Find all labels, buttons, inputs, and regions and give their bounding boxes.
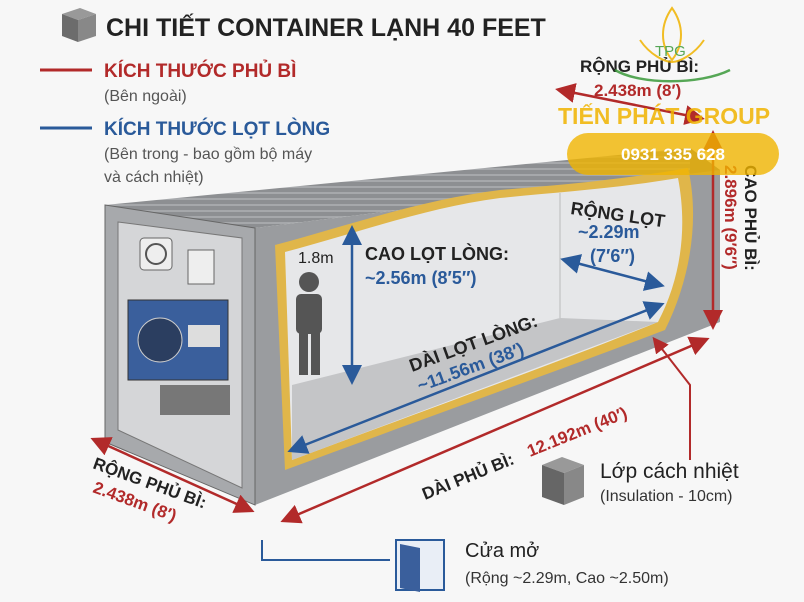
outer-length-label: DÀI PHỦ BÌ: [419, 450, 516, 504]
legend-inner-note-2: và cách nhiệt) [104, 169, 204, 186]
legend-inner-label: KÍCH THƯỚC LỌT LÒNG [104, 118, 330, 140]
outer-height-label: CAO PHỦ BÌ: [741, 165, 760, 271]
inner-width-value: ~2.29m [578, 222, 640, 242]
insulation-label: Lớp cách nhiệt [600, 460, 739, 483]
outer-width-top-arrow [555, 83, 705, 125]
logo-text: TPG [655, 43, 686, 60]
outer-width-top-value: 2.438m (8′) [594, 81, 681, 100]
inner-height-label: CAO LỌT LÒNG: [365, 243, 509, 264]
person-height-label: 1.8m [298, 250, 334, 267]
container-cube-icon [62, 8, 96, 42]
inner-width-arrow [560, 254, 665, 291]
door-label: Cửa mở [465, 540, 539, 562]
outer-height-value: 2.896m (9′6″) [721, 165, 740, 270]
tpg-logo: TPG [614, 6, 731, 83]
legend-inner-note-1: (Bên trong - bao gồm bộ máy [104, 146, 312, 163]
phone-pill [567, 133, 779, 175]
outer-width-front-arrow [90, 437, 255, 513]
insulation-note: (Insulation - 10cm) [600, 488, 733, 505]
legend-outer-label: KÍCH THƯỚC PHỦ BÌ [104, 60, 296, 82]
page-title: CHI TIẾT CONTAINER LẠNH 40 FEET [106, 13, 546, 42]
watermark-phone: 0931 335 628 [621, 145, 725, 164]
insulation-cube-icon [542, 457, 584, 505]
insulation-pointer [652, 336, 691, 460]
reefer-unit [127, 237, 230, 415]
legend-outer-note: (Bên ngoài) [104, 88, 187, 105]
watermark-company: TIẾN PHÁT GROUP [558, 102, 770, 129]
outer-length-arrow [280, 336, 710, 524]
inner-height-value: ~2.56m (8′5″) [365, 268, 477, 288]
door-note: (Rộng ~2.29m, Cao ~2.50m) [465, 570, 669, 587]
inner-width-value-ft: (7′6″) [590, 246, 635, 266]
door-pointer [261, 540, 390, 561]
door-icon [395, 539, 445, 592]
